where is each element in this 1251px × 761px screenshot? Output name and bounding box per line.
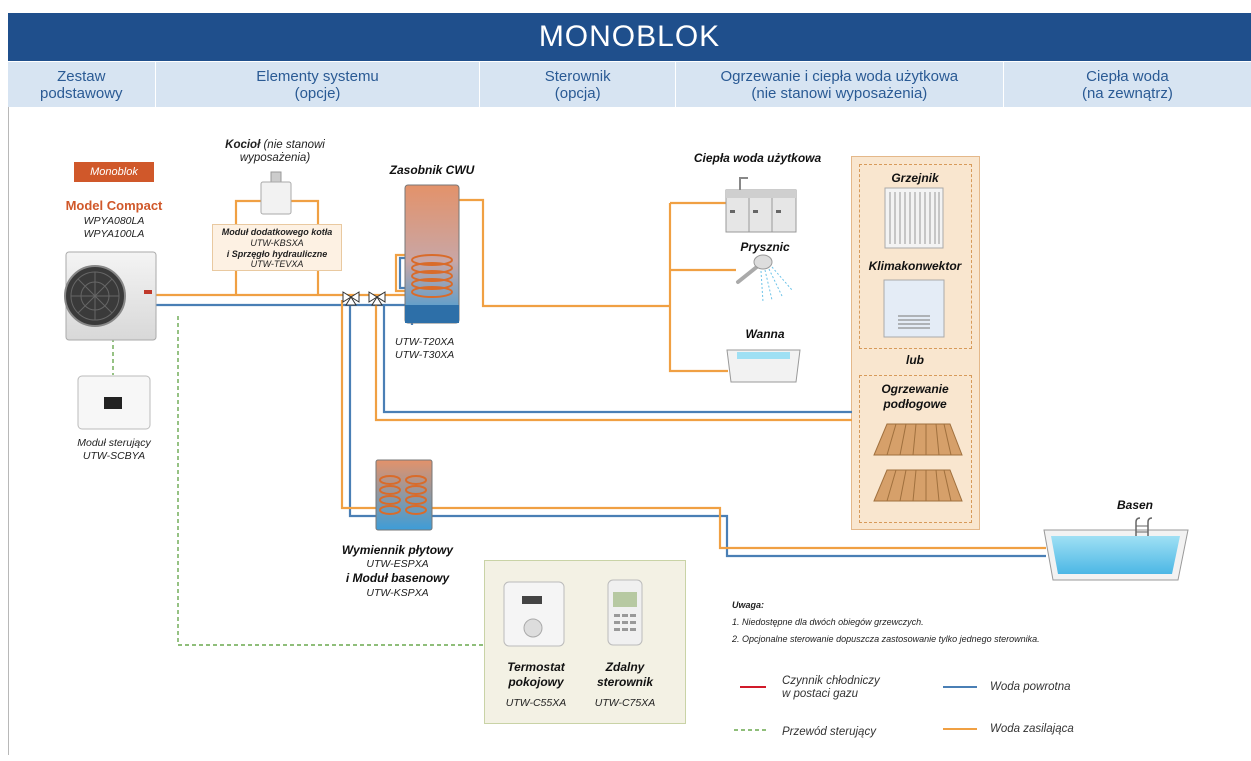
column-header-outdoor-water: Ciepła woda (na zewnątrz)	[1004, 62, 1251, 107]
column-headers: Zestaw podstawowy Elementy systemu (opcj…	[8, 62, 1251, 107]
boiler-kit-code: UTW-KBSXA	[250, 238, 304, 248]
bathtub-drawing	[726, 349, 801, 383]
floor-heating-group-box	[859, 375, 972, 523]
radiator-drawing	[884, 187, 944, 249]
column-header-line: Zestaw	[57, 67, 106, 85]
notes-block: Uwaga: 1. Niedostępne dla dwóch obiegów …	[732, 597, 1132, 648]
floor-heating-drawing	[873, 423, 963, 502]
control-wire-to-controllers	[177, 316, 484, 646]
hydraulic-coupler-code: UTW-TEVXA	[250, 259, 304, 269]
boiler-note: (nie stanowi	[260, 139, 325, 151]
model-code: WPYA100LA	[83, 228, 145, 240]
legend-refrigerant-line-1: Czynnik chłodniczy	[782, 675, 880, 687]
floor-heating-line: Ogrzewanie	[881, 382, 949, 396]
pool-drawing	[1043, 517, 1189, 581]
model-title: Model Compact	[65, 198, 163, 213]
remote-line: sterownik	[596, 675, 653, 689]
column-header-heating-dhw: Ogrzewanie i ciepła woda użytkowa (nie s…	[676, 62, 1004, 107]
model-code: WPYA080LA	[83, 215, 145, 227]
control-module-label: Moduł sterujący UTW-SCBYA	[50, 437, 178, 463]
tank-code: UTW-T20XA	[395, 336, 455, 348]
exchanger-title: Wymiennik płytowy	[341, 543, 454, 557]
floor-heating-label: Ogrzewanie podłogowe	[860, 382, 970, 412]
column-header-line: Sterownik	[544, 67, 611, 85]
remote-controller-drawing	[607, 579, 643, 646]
legend-refrigerant: Czynnik chłodniczy w postaci gazu	[782, 675, 922, 701]
shower-label: Prysznic	[740, 240, 790, 254]
column-header-line: (na zewnątrz)	[1081, 84, 1173, 102]
boiler-kit-box: Moduł dodatkowego kotła UTW-KBSXA i Sprz…	[212, 224, 342, 271]
kitchen-drawing	[725, 177, 797, 233]
bath-label: Wanna	[745, 327, 785, 341]
thermostat-label: Termostat pokojowy	[496, 660, 576, 690]
boiler-kit-name: Moduł dodatkowego kotła	[221, 227, 333, 237]
left-border-rule	[8, 107, 9, 755]
radiator-label: Grzejnik	[891, 171, 939, 185]
shower-drawing	[736, 254, 793, 303]
column-header-line: (opcja)	[554, 84, 601, 102]
note-item: 2. Opcjonalne sterowanie dopuszcza zasto…	[732, 634, 1040, 644]
or-label: lub	[906, 353, 924, 367]
legend-return: Woda powrotna	[990, 681, 1071, 693]
legend-control: Przewód sterujący	[782, 726, 876, 738]
boiler-label: Kocioł (nie stanowi wyposażenia)	[210, 139, 340, 165]
plate-exchanger-drawing	[375, 459, 433, 531]
legend-supply: Woda zasilająca	[990, 723, 1074, 735]
fancoil-label: Klimakonwektor	[868, 259, 962, 273]
fancoil-drawing	[883, 279, 945, 338]
boiler-drawing	[260, 171, 292, 215]
pool-module-title: i Moduł basenowy	[345, 571, 450, 585]
three-way-valve-1	[342, 291, 360, 306]
hydraulic-coupler-name: i Sprzęgło hydrauliczne	[226, 249, 328, 259]
remote-label: Zdalny sterownik	[585, 660, 665, 690]
legend-refrigerant-line-2: w postaci gazu	[782, 688, 859, 700]
tank-code: UTW-T30XA	[395, 349, 455, 361]
dhw-title: Ciepła woda użytkowa	[693, 151, 822, 165]
floor-heating-line: podłogowe	[883, 397, 947, 411]
column-header-system-elements: Elementy systemu (opcje)	[156, 62, 481, 107]
tank-title: Zasobnik CWU	[389, 163, 475, 177]
column-header-line: (nie stanowi wyposażenia)	[751, 84, 928, 102]
tank-codes: UTW-T20XA UTW-T30XA	[395, 336, 455, 362]
dhw-tank-drawing	[404, 184, 460, 324]
remote-line: Zdalny	[605, 660, 645, 674]
page-title: MONOBLOK	[8, 13, 1251, 61]
monoblok-badge: Monoblok	[74, 162, 154, 182]
boiler-name: Kocioł	[225, 139, 261, 151]
column-header-line: Elementy systemu	[256, 67, 379, 85]
pool-label: Basen	[1116, 498, 1154, 512]
thermostat-code: UTW-C55XA	[505, 697, 567, 709]
column-header-line: (opcje)	[294, 84, 341, 102]
pool-module-code: UTW-KSPXA	[366, 587, 429, 599]
column-header-controller: Sterownik (opcja)	[480, 62, 676, 107]
notes-title: Uwaga:	[732, 600, 765, 610]
control-module-name: Moduł sterujący	[77, 437, 151, 449]
thermostat-line: Termostat	[507, 660, 565, 674]
emitters-group-box	[859, 164, 972, 349]
column-header-line: Ogrzewanie i ciepła woda użytkowa	[720, 67, 959, 85]
model-codes: WPYA080LA WPYA100LA	[60, 215, 168, 241]
room-thermostat-drawing	[503, 581, 565, 647]
exchanger-code: UTW-ESPXA	[366, 558, 429, 570]
control-module-drawing	[77, 375, 151, 430]
thermostat-line: pokojowy	[508, 675, 564, 689]
column-header-line: podstawowy	[39, 84, 123, 102]
control-module-code: UTW-SCBYA	[82, 450, 146, 462]
note-item: 1. Niedostępne dla dwóch obiegów grzewcz…	[732, 617, 924, 627]
remote-code: UTW-C75XA	[594, 697, 656, 709]
outdoor-unit-drawing	[64, 251, 157, 341]
column-header-line: Ciepła woda	[1086, 67, 1169, 85]
three-way-valve-2	[368, 291, 386, 306]
column-header-basic-set: Zestaw podstawowy	[8, 62, 156, 107]
boiler-note-2: wyposażenia)	[239, 152, 311, 164]
